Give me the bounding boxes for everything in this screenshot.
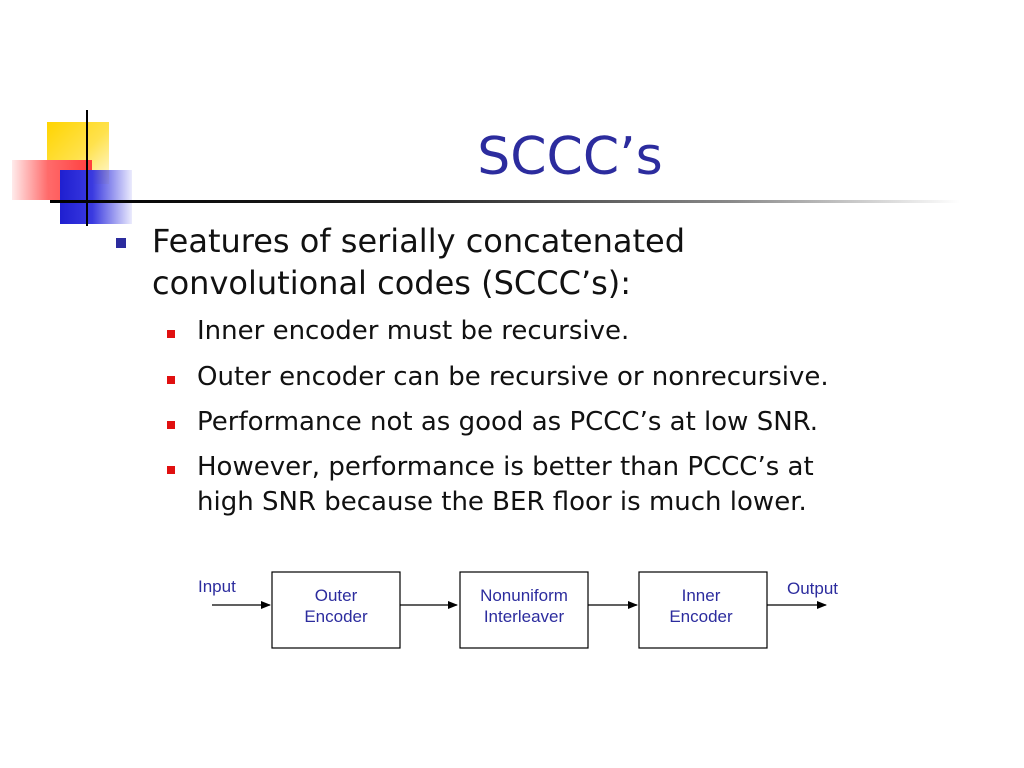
inner-encoder-block	[638, 571, 768, 649]
interleaver-block	[459, 571, 589, 649]
level2-bullet-marker	[167, 421, 175, 429]
subitem-performance-high-snr: However, performance is better than PCCC…	[197, 450, 957, 520]
level2-bullet-marker	[167, 376, 175, 384]
subitem-performance-high-snr-line2: high SNR because the BER floor is much l…	[197, 487, 807, 517]
decor-blue-square	[60, 170, 132, 224]
inner-encoder-label-line1: Inner	[682, 586, 721, 605]
input-label: Input	[198, 577, 236, 596]
bullet-features-line2: convolutional codes (SCCC’s):	[152, 264, 632, 302]
subitem-outer-encoder: Outer encoder can be recursive or nonrec…	[197, 362, 829, 392]
outer-encoder-label-line2: Encoder	[304, 607, 368, 626]
level2-bullet-marker	[167, 330, 175, 338]
interleaver-label-line2: Interleaver	[484, 607, 565, 626]
subitem-inner-encoder: Inner encoder must be recursive.	[197, 316, 630, 346]
outer-encoder-label-line1: Outer	[315, 586, 358, 605]
subitem-performance-high-snr-line1: However, performance is better than PCCC…	[197, 452, 814, 482]
interleaver-label-line1: Nonuniform	[480, 586, 568, 605]
bullet-features-line1: Features of serially concatenated	[152, 222, 686, 260]
slide-title: SCCC’s	[477, 127, 663, 187]
decor-vertical-line	[86, 110, 88, 226]
title-underline	[50, 200, 960, 203]
inner-encoder-label-line2: Encoder	[669, 607, 733, 626]
output-label: Output	[787, 579, 838, 598]
subitem-performance-low-snr: Performance not as good as PCCC’s at low…	[197, 407, 819, 437]
level1-bullet-marker	[116, 238, 126, 248]
level2-bullet-marker	[167, 466, 175, 474]
bullet-features: Features of serially concatenated convol…	[152, 220, 802, 304]
outer-encoder-block	[271, 571, 401, 649]
